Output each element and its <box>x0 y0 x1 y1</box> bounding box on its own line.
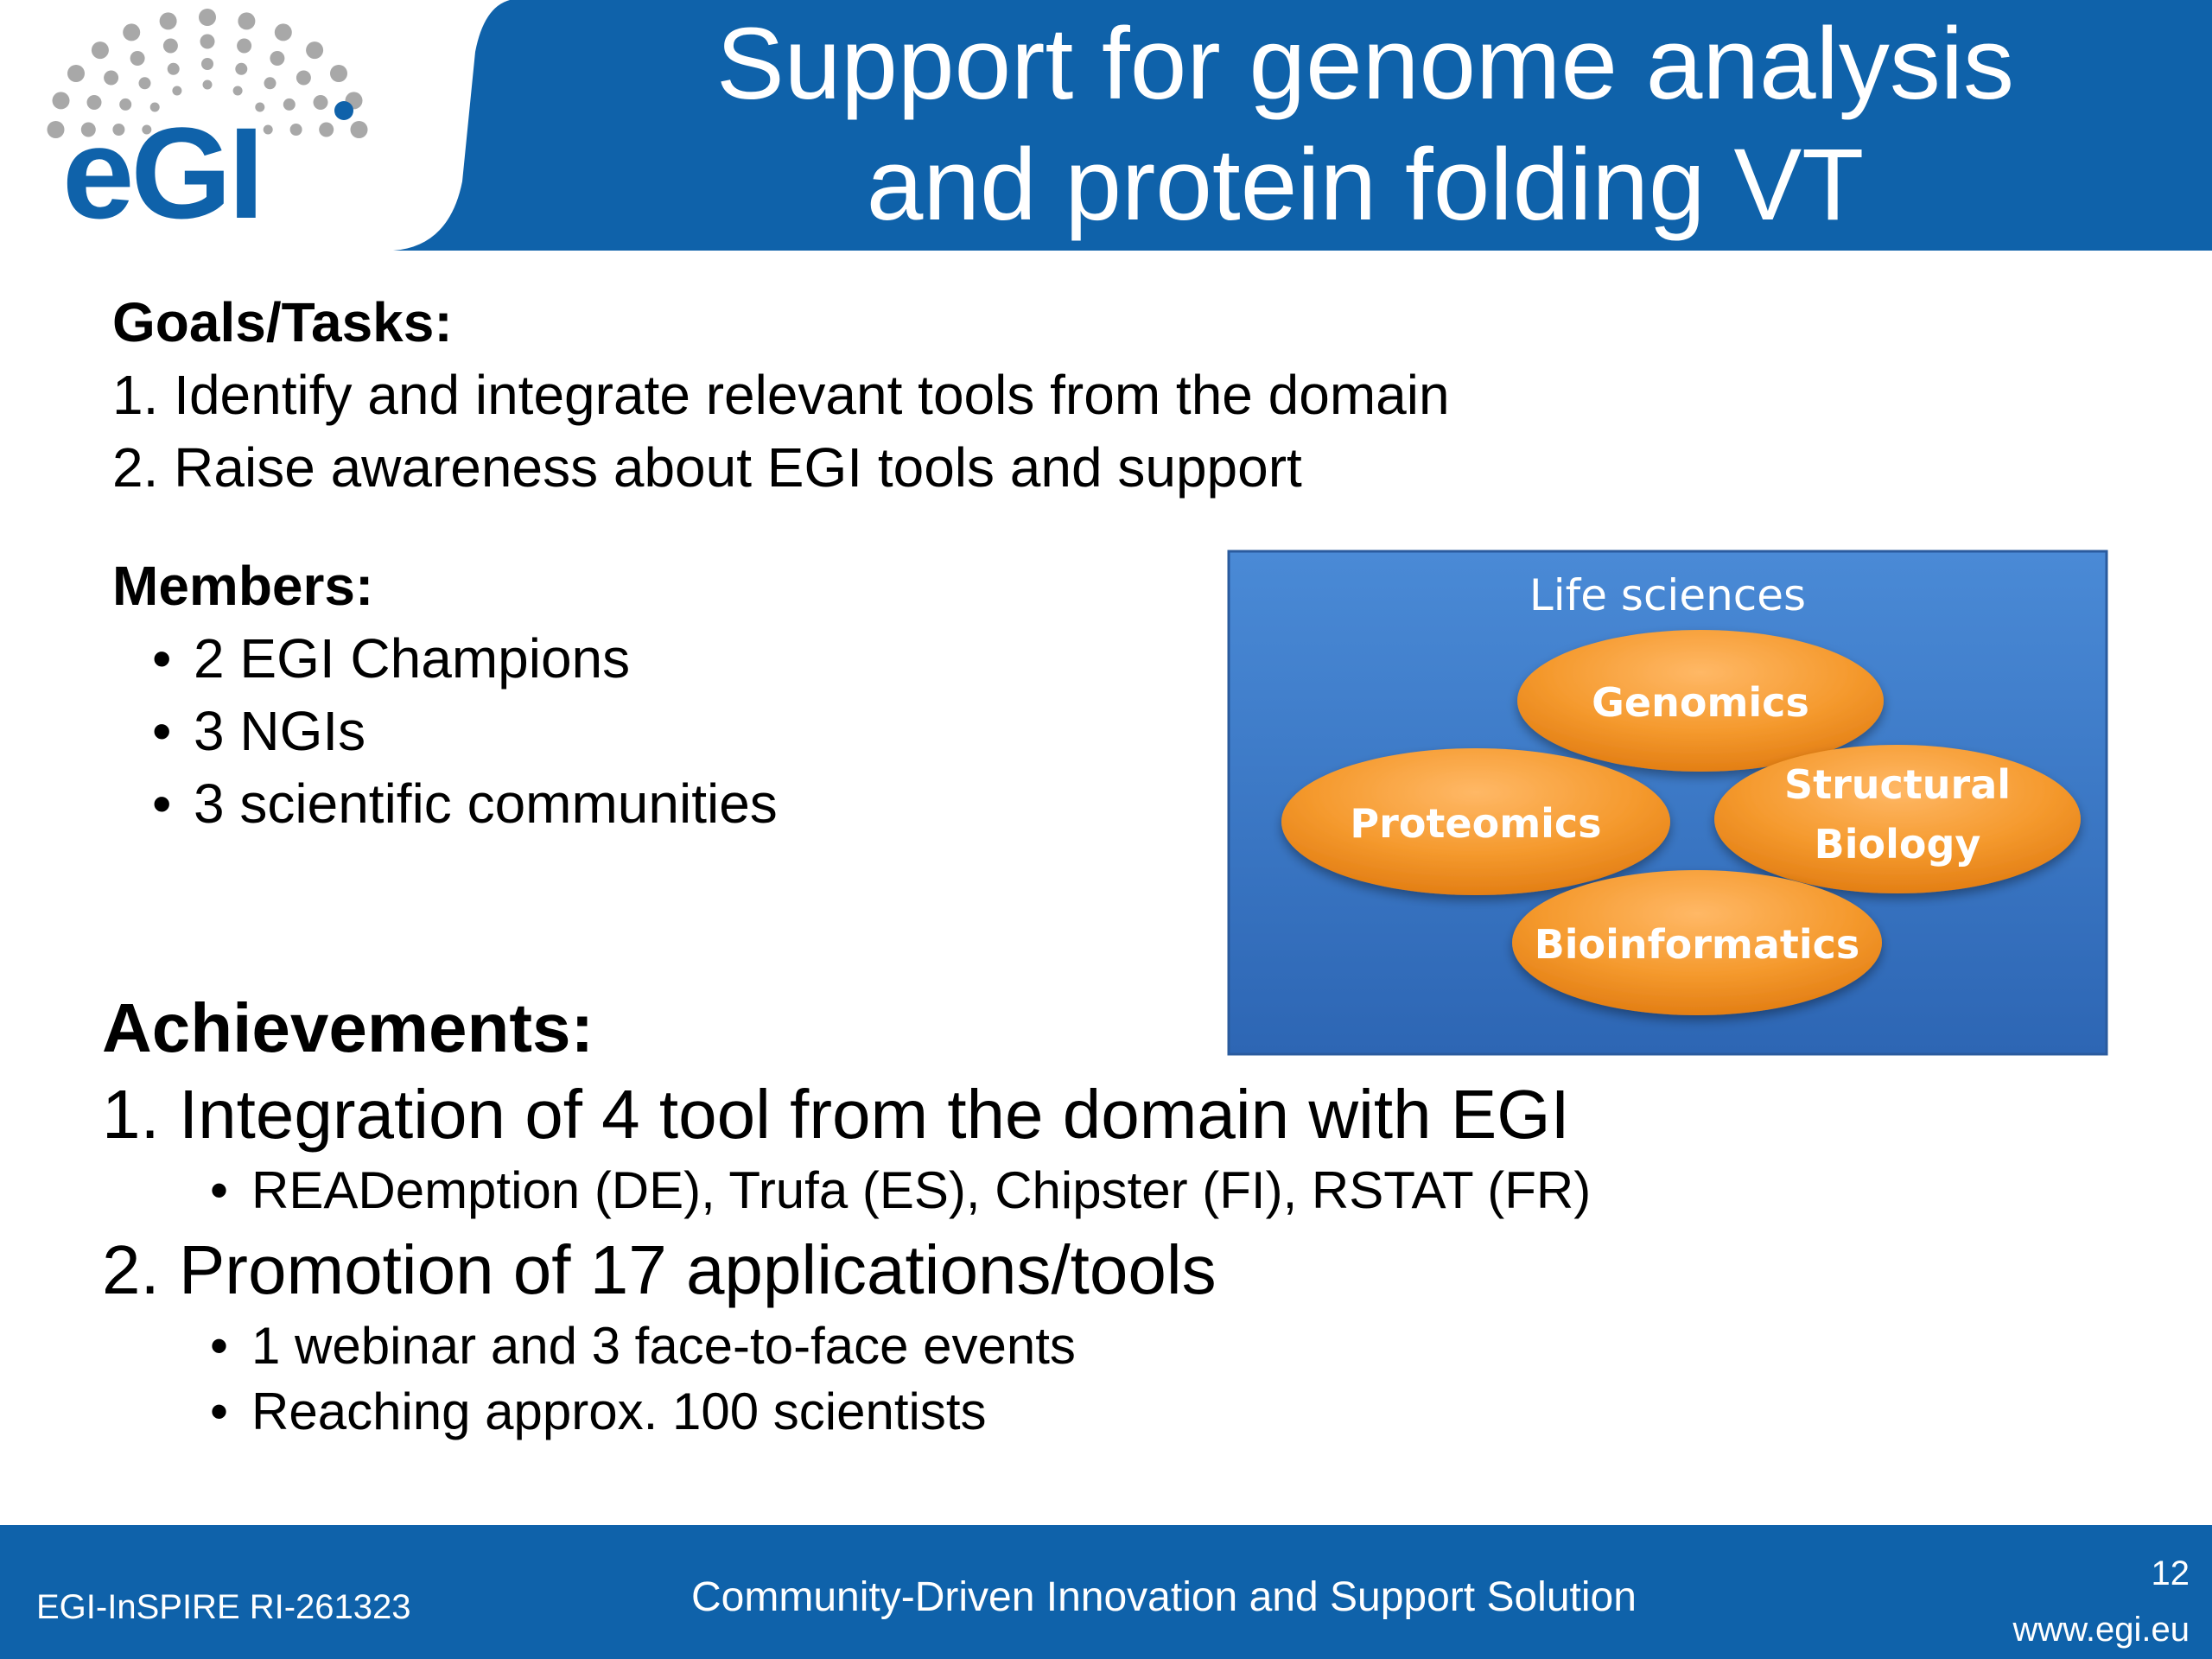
logo-dot <box>167 62 180 75</box>
logo-dot <box>270 51 285 66</box>
logo-dot <box>232 86 243 96</box>
logo-dot <box>201 58 213 70</box>
svg-text:Structural: Structural <box>1784 761 2011 808</box>
slide-title: Support for genome analysis and protein … <box>518 0 2212 254</box>
egi-logo: eGI <box>0 0 510 251</box>
logo-dot <box>119 98 132 111</box>
logo-dot <box>162 38 178 54</box>
node-structural-biology: Structural Biology <box>1714 745 2081 893</box>
logo-dot <box>237 38 252 54</box>
goals-heading: Goals/Tasks: <box>112 291 453 353</box>
logo-dot <box>200 34 215 49</box>
title-line-1: Support for genome analysis <box>715 7 2015 121</box>
goal-item: 1. Identify and integrate relevant tools… <box>112 364 1450 426</box>
members-section: Members: •2 EGI Champions •3 NGIs •3 sci… <box>112 550 778 840</box>
logo-dot <box>104 70 119 86</box>
member-item: •3 NGIs <box>152 700 366 762</box>
logo-dot <box>199 9 216 26</box>
logo-dot <box>159 12 177 30</box>
logo-dot <box>319 122 334 137</box>
logo-dot <box>149 102 160 112</box>
logo-dot <box>330 65 347 82</box>
members-heading: Members: <box>112 555 374 617</box>
logo-dot <box>296 70 311 86</box>
logo-dot <box>112 124 125 136</box>
logo-dot <box>313 95 328 110</box>
logo-dot <box>289 124 302 136</box>
logo-dot <box>86 95 102 110</box>
life-sciences-diagram: Life sciences Genomics Proteomics Struct… <box>1227 550 2108 1056</box>
logo-dot <box>238 12 256 30</box>
page-number: 12 <box>2151 1554 2190 1592</box>
node-bioinformatics: Bioinformatics <box>1512 870 1882 1015</box>
goals-section: Goals/Tasks: 1. Identify and integrate r… <box>112 286 1450 504</box>
logo-dot <box>130 51 145 66</box>
footer-project-id: EGI-InSPIRE RI-261323 <box>36 1588 411 1626</box>
logo-accent-dot <box>334 101 353 120</box>
logo-dot <box>263 124 273 135</box>
node-genomics: Genomics <box>1517 630 1884 772</box>
logo-dot <box>306 41 324 60</box>
achievement-sub-item: •Reaching approx. 100 scientists <box>210 1382 987 1440</box>
logo-dot <box>80 122 96 137</box>
logo-dot <box>47 121 65 138</box>
footer-tagline: Community-Driven Innovation and Support … <box>691 1574 1637 1620</box>
logo-dot <box>67 65 85 82</box>
goal-item: 2. Raise awareness about EGI tools and s… <box>112 436 1302 499</box>
logo-dot <box>91 41 109 60</box>
logo-dot <box>52 92 70 110</box>
logo-dot <box>142 124 152 135</box>
logo-dot <box>138 77 151 90</box>
logo-dot <box>235 62 248 75</box>
svg-text:Biology: Biology <box>1815 821 1981 868</box>
title-line-2: and protein folding VT <box>866 128 1865 242</box>
member-item: •3 scientific communities <box>152 772 778 835</box>
logo-dot <box>172 86 182 96</box>
footer: EGI-InSPIRE RI-261323 Community-Driven I… <box>0 1525 2212 1659</box>
achievements-heading: Achievements: <box>102 989 594 1066</box>
logo-dot <box>255 102 265 112</box>
achievement-item: 2. Promotion of 17 applications/tools <box>102 1231 1217 1308</box>
member-item: •2 EGI Champions <box>152 627 631 690</box>
logo-dot <box>283 98 296 111</box>
achievement-sub-item: •READemption (DE), Trufa (ES), Chipster … <box>210 1161 1592 1219</box>
footer-url: www.egi.eu <box>2012 1611 2190 1649</box>
node-proteomics: Proteomics <box>1281 748 1670 895</box>
achievement-item: 1. Integration of 4 tool from the domain… <box>102 1076 1570 1153</box>
svg-text:Bioinformatics: Bioinformatics <box>1535 921 1860 968</box>
logo-text: eGI <box>62 100 261 245</box>
logo-dot <box>123 23 141 41</box>
logo-dot <box>274 23 292 41</box>
logo-dot <box>264 77 276 90</box>
svg-text:Genomics: Genomics <box>1592 679 1809 726</box>
diagram-title: Life sciences <box>1529 570 1806 620</box>
logo-dot <box>350 121 368 138</box>
achievement-sub-item: •1 webinar and 3 face-to-face events <box>210 1317 1076 1375</box>
logo-dot <box>202 79 213 90</box>
svg-text:Proteomics: Proteomics <box>1350 800 1601 847</box>
achievements-section: Achievements: 1. Integration of 4 tool f… <box>102 985 1591 1445</box>
